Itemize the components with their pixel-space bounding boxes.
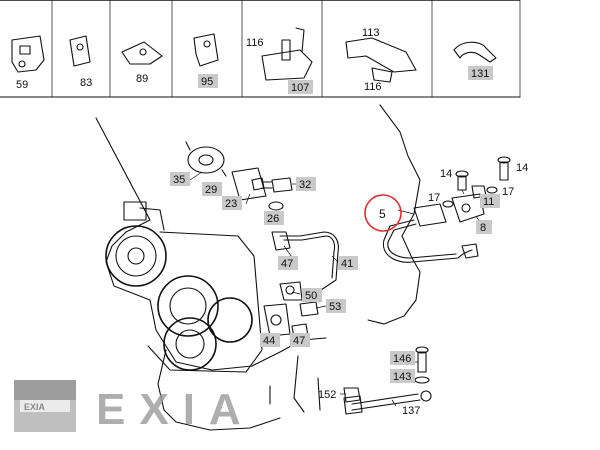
part-83-sketch [69,35,91,67]
watermark-text: EXIA [96,385,255,434]
callout-14a: 14 [440,168,452,180]
callout-8: 8 [480,222,486,234]
watermark-logo: EXIA [14,380,76,432]
sensor-44 [263,303,291,337]
callout-50: 50 [305,290,317,302]
callout-35: 35 [173,174,185,186]
callout-23: 23 [225,198,237,210]
header-label-131: 131 [471,68,489,80]
callout-152: 152 [318,389,336,401]
callout-17b: 17 [502,186,514,198]
sensor-23 [231,167,267,201]
washer-17b [486,186,498,194]
callout-14b: 14 [516,162,528,174]
seal-ring-29 [185,141,227,177]
washer-143 [414,376,430,384]
middle-pulley-icon [157,275,219,337]
header-label-116a: 116 [246,37,264,49]
callout-44: 44 [263,335,275,347]
header-label-59: 59 [16,79,28,91]
part-107-sketch [261,27,313,81]
bolt-146 [415,346,429,373]
upper-pulley-icon [105,225,167,287]
callout-11: 11 [483,196,494,208]
callout-29: 29 [205,184,217,196]
nut-152 [343,387,361,403]
header-label-83: 83 [80,77,92,89]
timing-housing [105,201,263,373]
callout-146: 146 [393,353,411,365]
ground-strap-137 [343,390,432,415]
callout-17a: 17 [428,192,440,204]
header-highlight-107 [288,80,313,94]
washer-26 [268,201,284,211]
bolt-14b [497,156,511,181]
callout-5-circle [364,194,402,232]
header-highlight-95 [198,74,218,88]
cable-5 [382,203,479,263]
callout-53: 53 [329,301,341,313]
bolt-14a [455,170,469,191]
part-59-sketch [11,35,45,73]
header-strip [0,0,521,98]
header-label-95: 95 [201,76,213,88]
part-95-sketch [193,33,219,67]
bolt-32 [261,177,293,193]
bolt-53 [299,301,319,317]
callout-26: 26 [267,213,279,225]
washer-17a [442,200,454,208]
header-label-116b: 116 [364,81,382,93]
header-labels: 59 83 89 95 116 107 113 116 131 [16,27,493,94]
callout-47a: 47 [281,258,293,270]
callout-41: 41 [341,258,353,270]
watermark-logo-text: EXIA [24,402,46,412]
callout-5: 5 [379,207,386,221]
header-label-89: 89 [136,73,148,85]
part-131-sketch [453,41,497,63]
engine-outline [95,104,421,431]
part-113-sketch [345,37,417,83]
header-label-113: 113 [362,27,380,39]
header-highlight-131 [468,66,493,80]
callout-137: 137 [402,405,420,417]
callout-labels: 35 29 32 23 26 47 41 50 53 44 47 5 14 14… [170,162,528,417]
callout-143: 143 [393,371,411,383]
header-label-107: 107 [291,82,309,94]
callout-47b: 47 [293,335,305,347]
callout-32: 32 [299,179,311,191]
sensor-cable-41 [271,231,339,301]
sensor-50 [279,281,303,301]
bracket-8 [451,193,485,223]
part-89-sketch [121,41,163,65]
